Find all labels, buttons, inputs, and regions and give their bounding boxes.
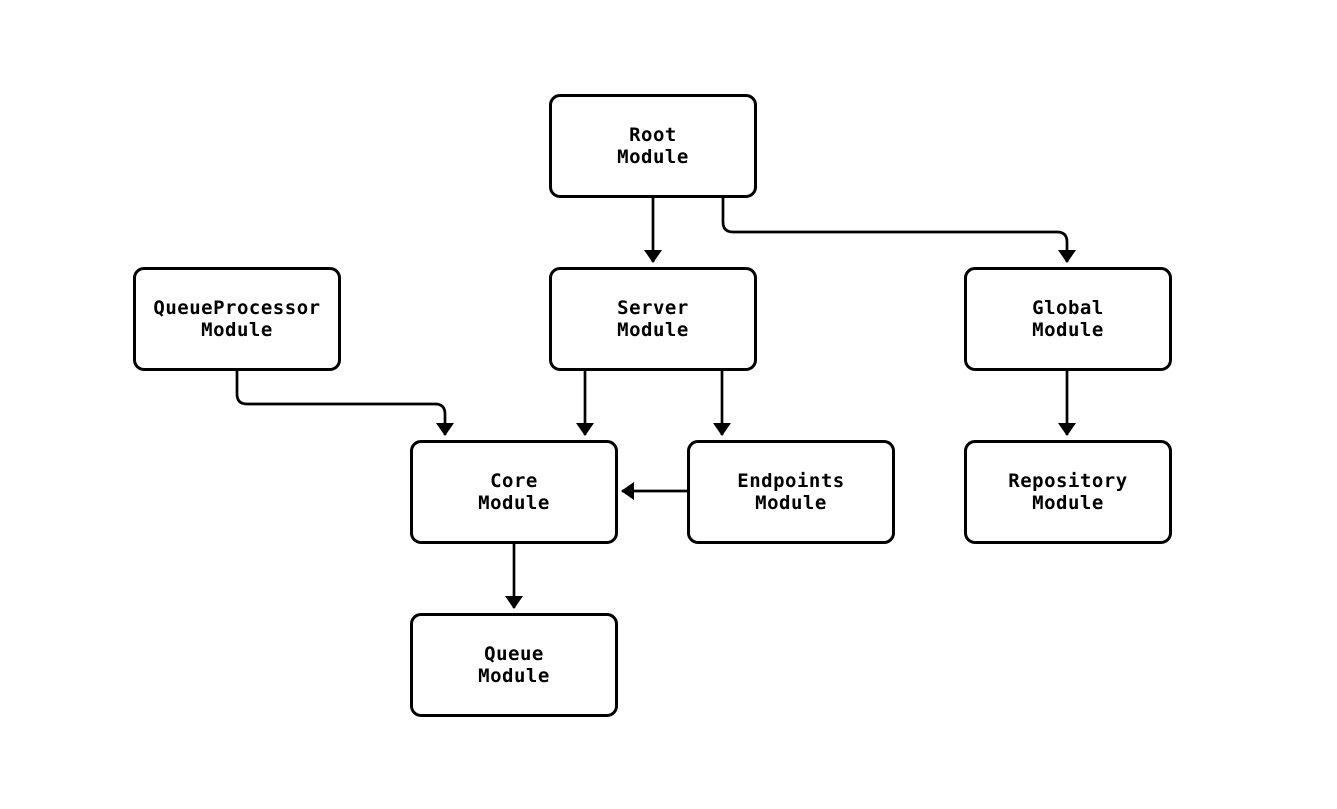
node-repository-module-label: Repository Module [1008, 470, 1128, 514]
node-server-module: Server Module [549, 267, 757, 371]
node-core-module-label: Core Module [478, 470, 550, 514]
edge-queueprocessor-to-core [235, 371, 454, 436]
node-queue-module: Queue Module [410, 613, 618, 717]
node-queueprocessor-module: QueueProcessor Module [133, 267, 341, 371]
node-core-module: Core Module [410, 440, 618, 544]
edge-root-to-global [721, 198, 1076, 263]
node-root-module-label: Root Module [617, 124, 689, 168]
node-endpoints-module: Endpoints Module [687, 440, 895, 544]
node-endpoints-module-label: Endpoints Module [737, 470, 845, 514]
node-queue-module-label: Queue Module [478, 643, 550, 687]
node-server-module-label: Server Module [617, 297, 689, 341]
node-global-module-label: Global Module [1032, 297, 1104, 341]
node-root-module: Root Module [549, 94, 757, 198]
node-repository-module: Repository Module [964, 440, 1172, 544]
node-global-module: Global Module [964, 267, 1172, 371]
node-queueprocessor-module-label: QueueProcessor Module [153, 297, 321, 341]
